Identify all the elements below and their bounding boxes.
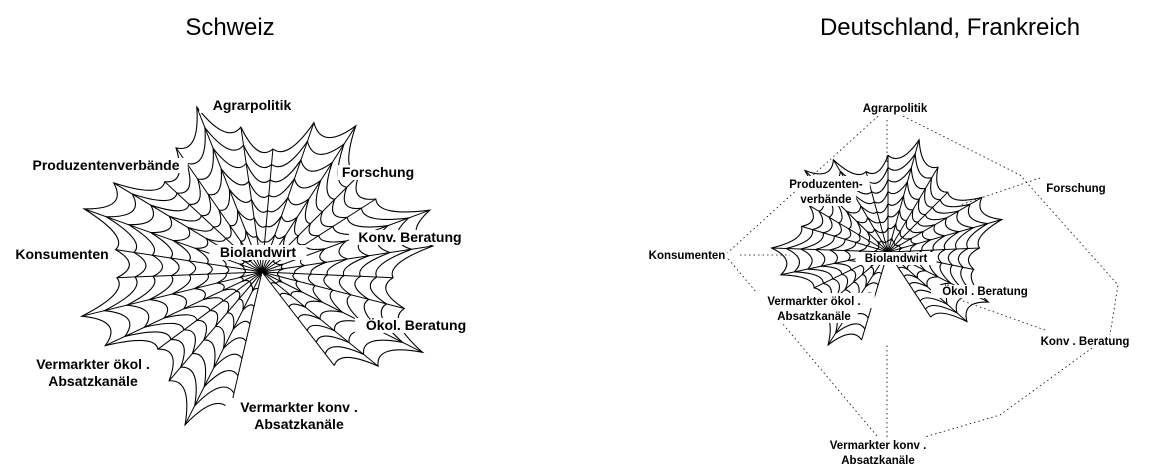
label-oekol-beratung: Ökol. Beratung bbox=[366, 317, 466, 333]
label-background bbox=[40, 372, 146, 389]
label-konv-beratung: Konv. Beratung bbox=[358, 229, 461, 245]
web-spiral-thread bbox=[769, 138, 1004, 347]
label-vermarkter-oekol: Vermarkter ökol . bbox=[36, 356, 150, 372]
label-background bbox=[770, 308, 858, 323]
label-background bbox=[354, 318, 478, 333]
web-spiral-thread bbox=[124, 146, 392, 389]
label-konv-beratung: Konv . Beratung bbox=[1041, 336, 1130, 348]
label-background bbox=[209, 245, 307, 260]
label-agrarpolitik: Agrarpolitik bbox=[213, 97, 292, 113]
label-background bbox=[834, 452, 922, 467]
label-produzentenverbaende: verbände bbox=[800, 194, 851, 206]
label-background bbox=[225, 398, 373, 415]
center-label-biolandwirt: Biolandwirt bbox=[220, 244, 297, 260]
web-spiral-thread bbox=[79, 105, 435, 427]
label-agrarpolitik: Agrarpolitik bbox=[863, 103, 928, 115]
web-spiral-thread bbox=[147, 167, 371, 370]
label-konsumenten: Konsumenten bbox=[649, 250, 726, 262]
panel-title-deutschland-frankreich: Deutschland, Frankreich bbox=[819, 14, 1081, 41]
label-background bbox=[646, 249, 728, 262]
label-background bbox=[13, 247, 111, 262]
label-background bbox=[1042, 182, 1110, 195]
label-background bbox=[931, 285, 1039, 298]
web-spiral-thread bbox=[192, 208, 328, 331]
label-produzentenverbaende: Produzenten- bbox=[789, 179, 863, 191]
label-background bbox=[813, 437, 943, 452]
label-vermarkter-konv: Absatzkanäle bbox=[841, 455, 915, 467]
label-forschung: Forschung bbox=[342, 164, 414, 180]
panel-title-schweiz: Schweiz bbox=[185, 14, 275, 41]
label-background bbox=[19, 355, 167, 372]
web-radial-thread bbox=[261, 271, 335, 366]
label-background bbox=[348, 230, 472, 245]
web-spiral-thread bbox=[214, 229, 307, 312]
label-background bbox=[782, 176, 870, 191]
label-background bbox=[246, 415, 352, 432]
label-forschung: Forschung bbox=[1046, 183, 1105, 195]
label-vermarkter-konv: Vermarkter konv . bbox=[830, 440, 927, 452]
label-background bbox=[753, 293, 875, 308]
label-background bbox=[795, 191, 857, 206]
label-vermarkter-oekol: Vermarkter ökol . bbox=[767, 296, 860, 308]
web-spiral-thread bbox=[169, 187, 350, 351]
label-background bbox=[855, 252, 937, 265]
labels-schweiz: Biolandwirt AgrarpolitikProduzentenverbän… bbox=[13, 97, 478, 432]
web-spiral-thread bbox=[799, 166, 976, 324]
label-background bbox=[851, 102, 939, 115]
label-oekol-beratung: Ökol . Beratung bbox=[942, 285, 1028, 298]
web-spiral-thread bbox=[784, 152, 990, 335]
center-label-biolandwirt: Biolandwirt bbox=[865, 253, 928, 265]
web-spiral-thread bbox=[102, 125, 414, 408]
dotted-connection-line bbox=[959, 177, 1041, 206]
dotted-connection-line bbox=[959, 299, 1046, 331]
label-background bbox=[199, 98, 305, 113]
label-vermarkter-oekol: Absatzkanäle bbox=[777, 311, 851, 323]
dotted-connection-lines bbox=[724, 107, 1119, 449]
label-vermarkter-konv: Vermarkter konv . bbox=[240, 399, 358, 415]
outer-dotted-ring bbox=[724, 107, 1119, 449]
label-vermarkter-konv: Absatzkanäle bbox=[254, 416, 344, 432]
web-spiral-thread bbox=[813, 180, 961, 312]
label-background bbox=[337, 165, 419, 180]
label-konsumenten: Konsumenten bbox=[15, 246, 108, 262]
label-vermarkter-oekol: Absatzkanäle bbox=[48, 373, 138, 389]
spider-web-schweiz bbox=[79, 105, 435, 427]
label-background bbox=[24, 158, 188, 173]
label-produzentenverbaende: Produzentenverbände bbox=[32, 157, 179, 173]
label-background bbox=[1031, 335, 1139, 348]
